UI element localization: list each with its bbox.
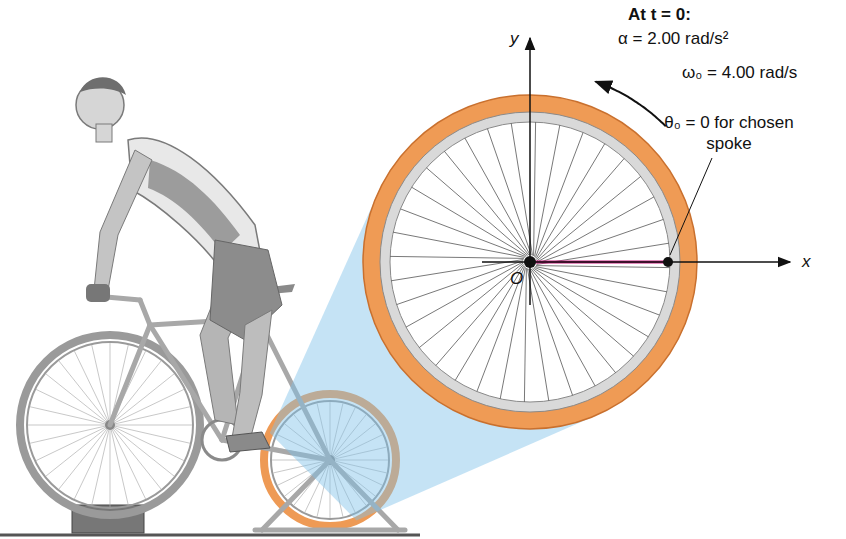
spoke bbox=[397, 261, 523, 305]
spoke bbox=[531, 269, 616, 373]
spoke bbox=[444, 151, 529, 255]
x-axis bbox=[482, 261, 790, 263]
spoke bbox=[537, 219, 663, 263]
spoke bbox=[92, 345, 110, 425]
rider-hair bbox=[80, 77, 126, 95]
bike-frame bbox=[140, 300, 150, 325]
spoke bbox=[36, 425, 110, 461]
ground-line bbox=[0, 534, 420, 537]
spoke bbox=[419, 263, 523, 348]
spoke bbox=[110, 425, 111, 507]
initial-angle-note: θ₀ = 0 for chosen spoke bbox=[664, 112, 794, 154]
spoke bbox=[74, 425, 110, 499]
spoke bbox=[110, 425, 128, 505]
y-axis bbox=[529, 38, 531, 305]
spoke bbox=[536, 144, 605, 259]
initial-angular-velocity: ω₀ = 4.00 rad/s bbox=[682, 62, 832, 83]
bike-frame bbox=[110, 325, 150, 425]
spoke bbox=[537, 158, 625, 259]
spoke bbox=[530, 269, 595, 386]
spoke bbox=[110, 425, 184, 461]
spoke bbox=[536, 266, 670, 268]
spoke bbox=[537, 176, 641, 261]
spoke bbox=[487, 129, 531, 255]
spoke bbox=[532, 269, 633, 357]
spoke bbox=[400, 209, 525, 257]
time-heading: At t = 0: bbox=[628, 4, 768, 25]
spoke bbox=[28, 425, 110, 426]
origin-label: O bbox=[510, 268, 526, 289]
shirt-panel bbox=[148, 160, 240, 252]
spoke bbox=[390, 256, 524, 258]
spoke bbox=[535, 132, 583, 257]
rotation-arrow bbox=[596, 82, 666, 127]
bike-frame bbox=[255, 528, 405, 533]
rider-arm bbox=[94, 150, 152, 290]
axis-label: y bbox=[510, 28, 524, 49]
spoke bbox=[534, 122, 536, 256]
cyclist bbox=[76, 77, 282, 452]
spoke bbox=[426, 168, 527, 256]
spoke bbox=[534, 267, 659, 315]
rider-calf bbox=[232, 310, 272, 440]
spoke bbox=[36, 389, 110, 425]
rider-glove bbox=[86, 284, 110, 302]
leader-line bbox=[670, 158, 712, 255]
spoke bbox=[529, 269, 573, 395]
spoke bbox=[533, 268, 648, 337]
spoke bbox=[110, 425, 192, 426]
spoke bbox=[110, 407, 190, 425]
axis-label: x bbox=[802, 251, 816, 272]
rider-neck bbox=[96, 124, 112, 142]
spoke bbox=[412, 187, 527, 256]
rider-shoe bbox=[226, 432, 270, 452]
angular-acceleration: α = 2.00 rad/s² bbox=[618, 28, 778, 49]
spoke bbox=[406, 262, 523, 327]
spoke bbox=[537, 197, 654, 262]
spoke bbox=[110, 425, 146, 499]
spoke bbox=[30, 425, 110, 443]
spoke bbox=[110, 343, 111, 425]
spoke bbox=[524, 268, 526, 402]
spoke bbox=[74, 351, 110, 425]
spoke bbox=[465, 138, 530, 255]
